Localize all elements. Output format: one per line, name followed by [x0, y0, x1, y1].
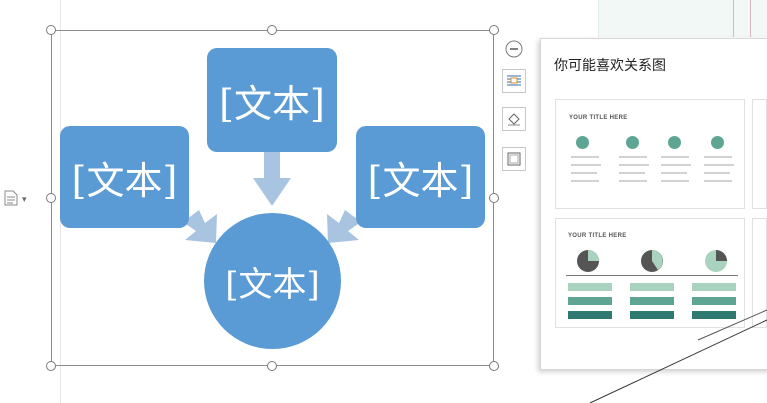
template-divider — [566, 275, 738, 276]
background-window-divider — [750, 0, 751, 37]
template-bar — [692, 297, 736, 305]
template-text-line — [704, 156, 732, 158]
template-pie-icon — [705, 250, 727, 272]
layout-options-icon — [507, 75, 521, 86]
layout-options-button[interactable] — [502, 69, 526, 93]
template-card[interactable]: YOUR TITLE HERE — [555, 218, 745, 328]
center-text-circle[interactable]: [文本] — [204, 213, 341, 349]
resize-handle-top-right[interactable] — [489, 25, 499, 35]
template-text-line — [704, 180, 732, 182]
template-icon — [711, 136, 724, 149]
template-text-line — [571, 180, 599, 182]
down-arrow — [253, 152, 291, 206]
template-icon — [668, 136, 681, 149]
template-text-line — [661, 180, 689, 182]
resize-handle-top-left[interactable] — [46, 25, 56, 35]
background-window-divider — [733, 0, 734, 37]
chevron-down-icon[interactable]: ▾ — [22, 194, 27, 204]
template-icon — [576, 136, 589, 149]
resize-handle-left[interactable] — [46, 193, 56, 203]
template-text-line — [704, 172, 730, 174]
template-text-line — [619, 180, 647, 182]
template-bar — [692, 283, 736, 291]
resize-handle-right[interactable] — [489, 193, 499, 203]
template-bar — [630, 283, 674, 291]
template-text-line — [619, 172, 645, 174]
fill-button[interactable] — [502, 107, 526, 131]
border-icon — [507, 152, 521, 166]
resize-handle-bottom-left[interactable] — [46, 361, 56, 371]
template-text-line — [619, 164, 649, 166]
template-bar — [630, 311, 674, 319]
template-bar — [568, 297, 612, 305]
border-button[interactable] — [502, 147, 526, 171]
right-text-box[interactable]: [文本] — [356, 126, 485, 228]
document-icon[interactable] — [4, 190, 18, 206]
template-text-line — [661, 156, 689, 158]
template-text-line — [571, 164, 601, 166]
template-pie-icon — [641, 250, 663, 272]
fill-icon — [508, 113, 520, 126]
top-text-box[interactable]: [文本] — [207, 48, 337, 152]
template-text-line — [704, 164, 734, 166]
resize-handle-bottom[interactable] — [267, 361, 277, 371]
template-bar — [630, 297, 674, 305]
template-text-line — [661, 172, 687, 174]
left-down-arrow — [327, 210, 361, 243]
template-pie-icon — [577, 250, 599, 272]
template-text-line — [571, 172, 597, 174]
card-title: YOUR TITLE HERE — [569, 115, 628, 121]
resize-handle-bottom-right[interactable] — [489, 361, 499, 371]
template-bar — [568, 283, 612, 291]
right-down-arrow — [183, 210, 217, 243]
card-title: YOUR TITLE HERE — [568, 233, 627, 239]
left-text-box[interactable]: [文本] — [60, 126, 189, 228]
template-text-line — [571, 156, 599, 158]
template-bar — [692, 311, 736, 319]
template-card[interactable]: YOUR TITLE HERE — [555, 99, 745, 209]
resize-handle-top[interactable] — [267, 25, 277, 35]
template-text-line — [619, 156, 647, 158]
collapse-icon[interactable] — [505, 40, 523, 58]
template-bar — [568, 311, 612, 319]
background-window — [598, 0, 767, 37]
template-text-line — [661, 164, 691, 166]
panel-title: 你可能喜欢关系图 — [554, 57, 666, 73]
template-icon — [626, 136, 639, 149]
